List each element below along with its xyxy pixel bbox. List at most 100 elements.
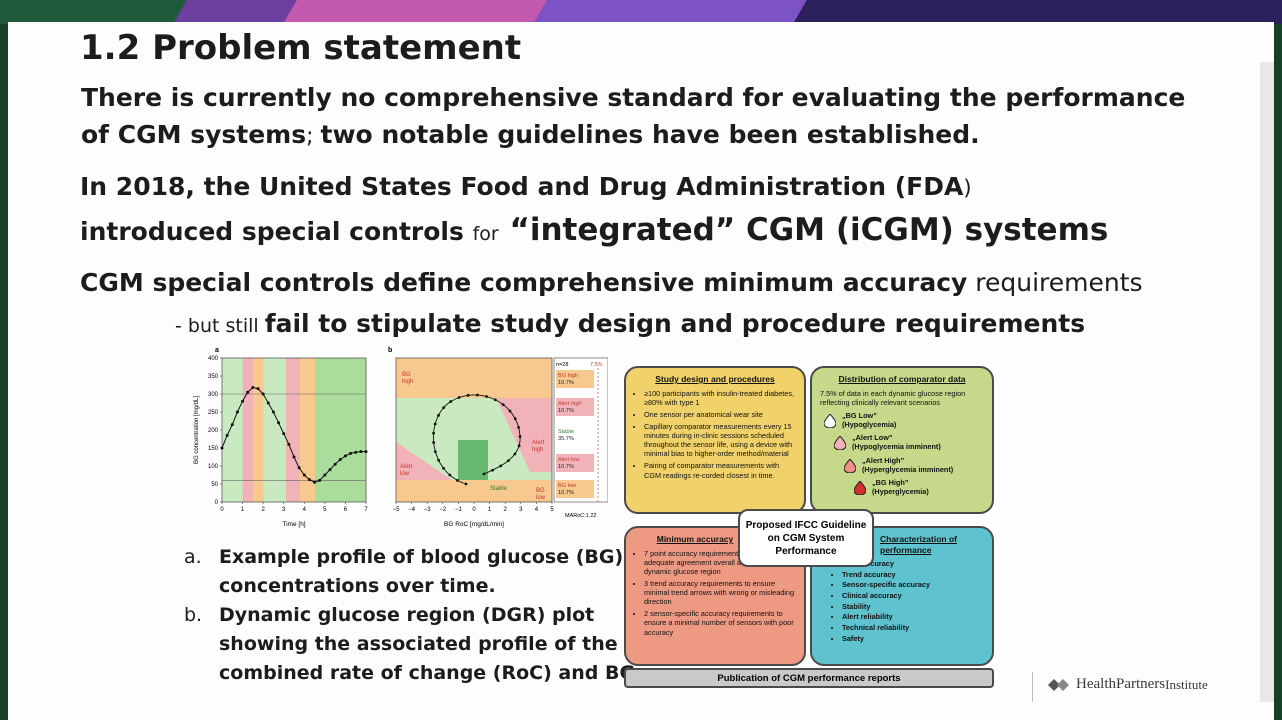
dgr-table-row [556, 398, 594, 416]
dgr-table-pct: 10.7% [558, 380, 574, 386]
caption-b-line2: showing the associated profile of the [219, 633, 618, 655]
characterization-item: Stability [842, 602, 984, 611]
accuracy-line: CGM special controls define comprehensiv… [80, 268, 1143, 297]
characterization-item: Technical reliability [842, 623, 984, 632]
panel-b-version: MARoC:1.22 [565, 513, 597, 519]
distribution-item: „BG Low”(Hypoglycemia) [824, 411, 984, 430]
dgr-table-row [556, 426, 594, 444]
dgr-data-point [507, 459, 510, 463]
dgr-table-pct: 10.7% [558, 490, 574, 496]
statement-line-1: There is currently no comprehensive stan… [81, 83, 1186, 112]
dgr-data-point [518, 435, 522, 438]
b-xtick-label: −5 [393, 507, 401, 513]
minimum-accuracy-item: 7 point accuracy requirements to ensure … [644, 549, 796, 576]
dgr-data-point [448, 473, 452, 477]
distribution-item-desc: (Hypoglycemia imminent) [852, 442, 941, 452]
accuracy-regular: requirements [967, 268, 1143, 297]
a-ytick-label: 400 [208, 356, 219, 362]
bg-data-point [225, 433, 229, 437]
fda-line-1: In 2018, the United States Food and Drug… [80, 172, 972, 201]
scrollbar-track[interactable] [1260, 62, 1274, 702]
study-design-title: Study design and procedures [655, 374, 775, 384]
region-alert-low [396, 442, 452, 480]
bg-data-point [282, 432, 286, 436]
dgr-data-point [442, 466, 445, 470]
dgr-pct-target: 7.5% [590, 362, 603, 368]
but-still-text: - but still [175, 315, 265, 337]
for-text: for [472, 223, 499, 245]
caption-a-marker: a. [184, 546, 202, 568]
study-design-list: ≥100 participants with insulin-treated d… [634, 389, 796, 480]
dgr-data-point [457, 396, 461, 399]
dgr-data-point [449, 400, 453, 403]
dgr-data-point [433, 450, 437, 454]
dgr-table-row [556, 454, 594, 472]
bg-data-point [261, 392, 265, 396]
dgr-data-point [508, 409, 512, 413]
panel-a-ylabel: BG concentration [mg/dL] [194, 396, 200, 464]
study-design-item: One sensor per anatomical wear site [644, 410, 796, 419]
characterization-item: Sensor-specific accuracy [842, 580, 984, 589]
distribution-title: Distribution of comparator data [838, 374, 966, 384]
characterization-title: Characterization of performance [880, 534, 957, 555]
caption-a-line1: Example profile of blood glucose (BG) [219, 546, 624, 568]
caption-b-marker: b. [184, 604, 203, 626]
ifcc-guideline-center: Proposed IFCC Guideline on CGM System Pe… [738, 509, 874, 567]
b-xtick-label: 2 [504, 507, 508, 513]
a-xtick-label: 0 [220, 507, 224, 513]
statement-guidelines: two notable guidelines have been establi… [320, 120, 980, 149]
bg-data-point [323, 473, 327, 477]
a-ytick-label: 350 [208, 374, 219, 380]
fail-line: - but still fail to stipulate study desi… [175, 309, 1085, 338]
a-ytick-label: 200 [208, 428, 219, 434]
dgr-table-label: Alert low [558, 457, 580, 463]
distribution-item-name: „BG High” [872, 478, 909, 488]
statement-line-2: of CGM systems; two notable guidelines h… [81, 120, 980, 149]
distribution-item-desc: (Hyperglycemia) [872, 487, 929, 497]
dgr-data-point [493, 398, 497, 402]
special-controls-text: introduced special controls [80, 217, 473, 246]
a-ytick-label: 300 [208, 392, 219, 398]
a-xtick-label: 2 [261, 507, 265, 513]
caption-a-line2: concentrations over time. [219, 575, 496, 597]
fail-text: fail to stipulate study design and proce… [264, 309, 1086, 338]
bg-data-point [359, 450, 363, 454]
distribution-item: „Alert High”(Hyperglycemia imminent) [844, 455, 984, 475]
dgr-table-pct: 10.7% [558, 408, 574, 414]
characterization-list: Point accuracyTrend accuracySensor-speci… [820, 559, 984, 642]
dgr-data-point [517, 444, 521, 448]
region-alert-high [496, 398, 552, 472]
dgr-data-point [499, 464, 503, 468]
b-xtick-label: −3 [424, 507, 432, 513]
b-xtick-label: 1 [488, 507, 492, 513]
bg-data-point [241, 399, 245, 403]
caption-b-line3: combined rate of change (RoC) and BG [219, 662, 636, 684]
minimum-accuracy-item: 2 sensor-specific accuracy requirements … [644, 609, 796, 636]
dgr-table-label: BG high [558, 373, 578, 379]
healthpartners-mark-icon [1048, 678, 1069, 691]
publication-banner: Publication of CGM performance reports [624, 668, 994, 688]
dgr-data-point [517, 425, 521, 429]
panel-b-xlabel: BG RoC [mg/dL/min] [444, 521, 504, 528]
a-xtick-label: 6 [344, 507, 348, 513]
b-xtick-label: −2 [439, 507, 447, 513]
icgm-text: “integrated” CGM (iCGM) systems [498, 212, 1109, 248]
dgr-data-point [464, 482, 468, 486]
dgr-data-point [501, 403, 505, 407]
dgr-table-row [556, 370, 594, 388]
ifcc-guideline-infographic: Study design and procedures ≥100 partici… [620, 360, 1000, 688]
bg-data-point [333, 462, 337, 466]
distribution-item-name: „Alert High” [862, 455, 905, 465]
study-design-item: Pairing of comparator measurements with … [644, 461, 796, 479]
bg-data-point [235, 410, 239, 414]
distribution-item-desc: (Hyperglycemia imminent) [862, 464, 954, 474]
fda-paren: ) [963, 176, 972, 200]
dgr-table-label: Alert high [558, 401, 582, 407]
dgr-data-point [456, 478, 459, 482]
bg-data-point [297, 466, 301, 470]
panel-a-xlabel: Time [h] [282, 521, 305, 528]
dgr-data-point [433, 422, 437, 426]
